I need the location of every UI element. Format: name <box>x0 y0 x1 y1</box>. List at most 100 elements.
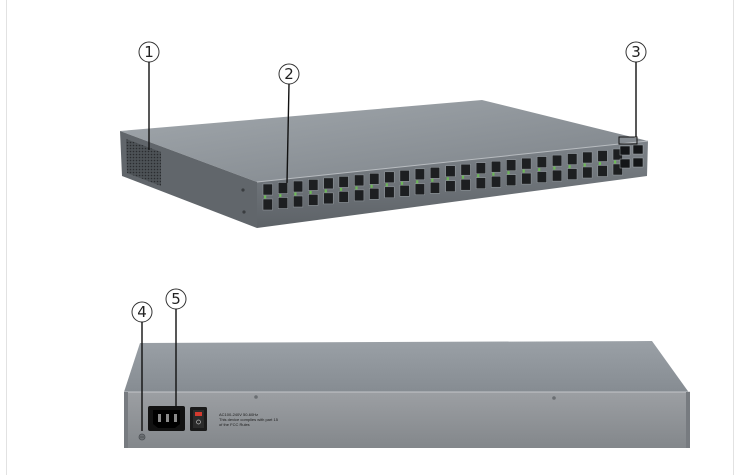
port-led-icon <box>553 166 556 169</box>
screw-icon <box>552 396 556 400</box>
port-led-icon <box>583 165 586 167</box>
port-led-icon <box>339 187 343 190</box>
port-led-icon <box>507 171 510 173</box>
port-led-icon <box>598 163 601 165</box>
port-led-icon <box>598 162 601 164</box>
callout-5: 5 <box>165 288 187 407</box>
power-inlet <box>148 406 185 431</box>
ethernet-port <box>369 188 380 200</box>
port-led-icon <box>400 183 404 185</box>
port-led-icon <box>507 172 510 175</box>
ethernet-port <box>567 153 578 165</box>
ethernet-port <box>338 176 349 188</box>
sfp-port <box>619 145 631 156</box>
port-led-icon <box>279 195 282 197</box>
port-led-icon <box>264 195 267 197</box>
ethernet-port <box>552 169 563 182</box>
ethernet-port <box>445 180 456 192</box>
callout-3: 3 <box>618 41 647 145</box>
power-switch[interactable] <box>190 407 207 431</box>
ethernet-port <box>414 183 425 196</box>
screw-icon <box>254 395 258 399</box>
port-led-icon <box>477 174 480 176</box>
port-led-icon <box>294 192 297 194</box>
port-led-icon <box>416 181 419 184</box>
screw-icon <box>241 188 245 192</box>
front-switch <box>120 100 649 228</box>
callout-1-label: 1 <box>144 43 154 61</box>
port-led-icon <box>583 163 586 165</box>
rear-top-surface <box>124 341 690 394</box>
ethernet-port <box>293 195 304 208</box>
callout-5-label: 5 <box>171 290 181 308</box>
port-led-icon <box>568 166 571 169</box>
port-led-icon <box>538 169 541 172</box>
port-led-icon <box>309 192 312 194</box>
port-led-icon <box>461 175 465 178</box>
port-led-icon <box>400 181 404 184</box>
side-vent-grille <box>126 139 161 186</box>
ethernet-port <box>354 174 365 187</box>
ethernet-port <box>582 166 593 179</box>
switch-top-surface <box>120 100 648 182</box>
port-led-icon <box>279 194 282 196</box>
rear-switch: AC100-240V 50-60Hz This device complies … <box>124 341 690 448</box>
ethernet-port <box>475 162 486 174</box>
ethernet-port <box>521 157 532 170</box>
ethernet-port <box>384 186 395 199</box>
ethernet-port <box>277 182 288 194</box>
port-led-icon <box>355 187 358 190</box>
port-led-icon <box>385 184 388 187</box>
ethernet-port <box>399 185 410 197</box>
port-led-icon <box>385 183 388 185</box>
port-led-icon <box>416 180 419 182</box>
ethernet-port <box>460 178 471 191</box>
screw-icon <box>242 210 246 214</box>
rear-label-line2: This device complies with part 15 <box>219 417 279 422</box>
callout-4-label: 4 <box>137 303 147 321</box>
ethernet-port <box>491 175 502 188</box>
port-led-icon <box>614 160 617 162</box>
left-frame-line <box>6 0 7 475</box>
port-led-icon <box>294 194 297 196</box>
port-led-icon <box>522 171 525 173</box>
port-led-icon <box>324 190 327 193</box>
port-led-icon <box>264 197 267 199</box>
ethernet-port <box>429 182 440 194</box>
port-led-icon <box>370 184 373 187</box>
ethernet-port <box>262 198 273 211</box>
ethernet-port <box>536 171 547 183</box>
rear-label-line3: of the FCC Rules <box>219 422 250 427</box>
ethernet-port <box>354 189 365 202</box>
ethernet-port <box>506 174 517 186</box>
sfp-port <box>632 144 644 155</box>
ethernet-port <box>445 165 456 177</box>
port-led-icon <box>538 168 541 170</box>
ethernet-port <box>308 179 319 191</box>
ethernet-port <box>262 183 273 196</box>
ethernet-port <box>612 163 623 176</box>
ethernet-port <box>521 172 532 185</box>
ethernet-port <box>369 173 380 185</box>
ethernet-port <box>323 192 334 205</box>
ethernet-port <box>414 168 425 181</box>
ethernet-port <box>293 180 304 193</box>
ethernet-port <box>582 151 593 164</box>
port-led-icon <box>614 162 617 164</box>
port-led-icon <box>477 175 480 178</box>
sfp-port-array <box>619 144 644 169</box>
ethernet-port <box>277 197 288 209</box>
ethernet-port <box>506 159 517 171</box>
ethernet-port <box>308 194 319 206</box>
ethernet-port <box>323 177 334 190</box>
ethernet-port <box>536 156 547 168</box>
port-led-icon <box>461 177 465 179</box>
sfp-port <box>619 158 631 169</box>
port-led-icon <box>492 174 495 176</box>
port-led-icon <box>355 186 358 188</box>
port-led-icon <box>309 190 312 193</box>
callout-1: 1 <box>138 41 160 150</box>
ethernet-port <box>384 171 395 184</box>
port-led-icon <box>431 180 434 182</box>
